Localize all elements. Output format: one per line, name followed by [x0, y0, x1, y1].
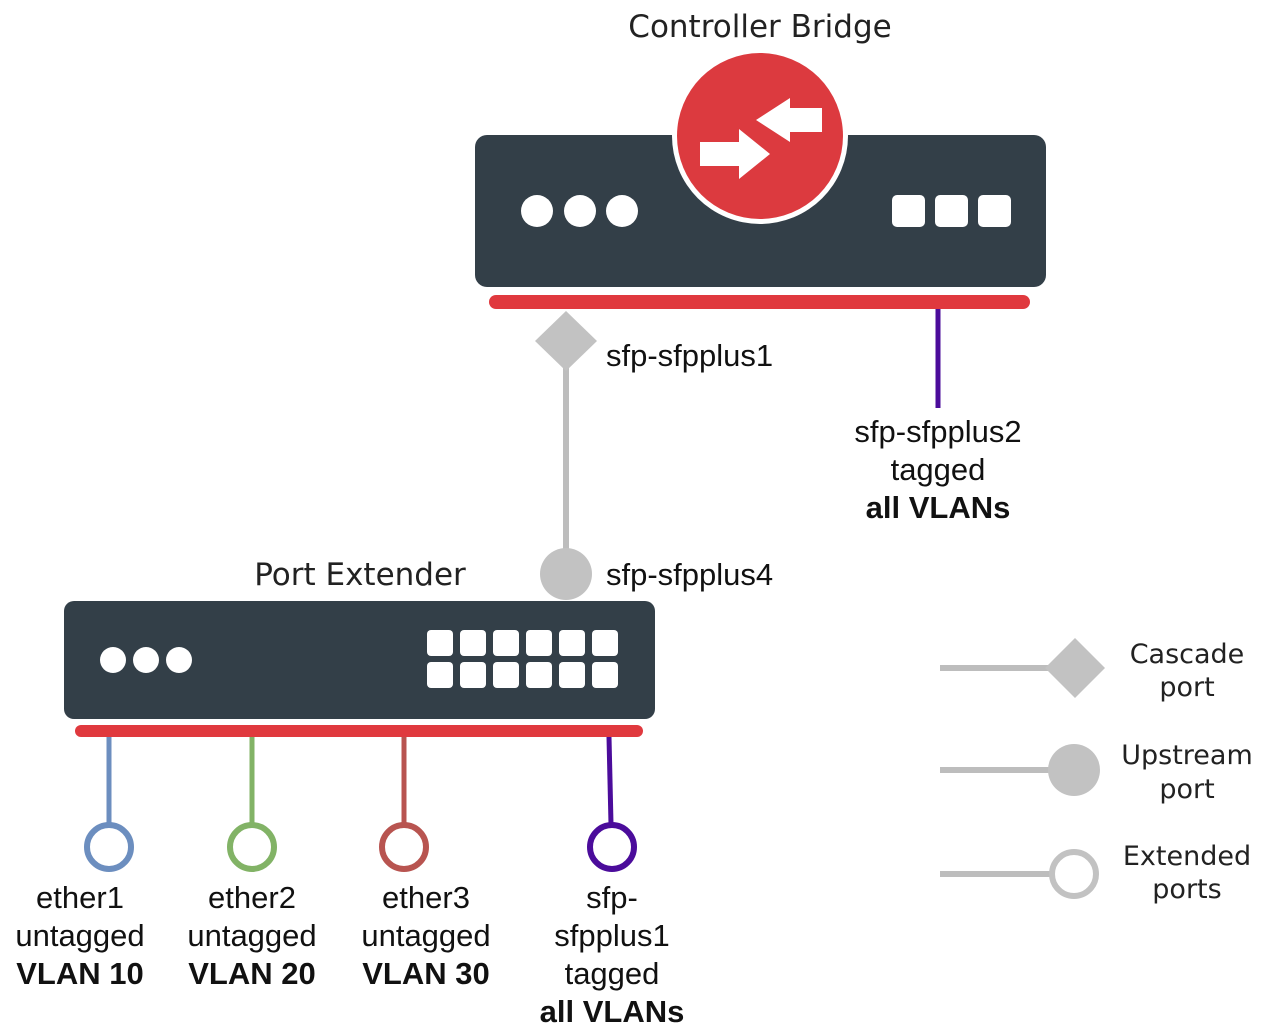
status-led-icon: [521, 195, 553, 227]
ether2-mode: untagged: [187, 918, 316, 953]
upstream-port-icon: [540, 548, 592, 600]
extended-port-icon: [227, 822, 277, 872]
sfp-sfpplus1-vlan: all VLANs: [540, 994, 685, 1028]
sfp-sfpplus1-label-part2: sfpplus1: [554, 918, 669, 953]
extended-port-ether3: [379, 737, 429, 872]
router-arrows-icon: [672, 48, 848, 224]
legend-upstream: Upstream port: [940, 740, 1253, 805]
controller-bridge-title: Controller Bridge: [628, 9, 891, 45]
sfp-sfpplus2-label: sfp-sfpplus2: [854, 414, 1021, 449]
legend-cascade-line2: port: [1159, 672, 1214, 703]
legend-upstream-line2: port: [1159, 774, 1214, 805]
port-extender-bar: [75, 725, 643, 737]
extended-port-icon: [587, 822, 637, 872]
extended-port-icon: [84, 822, 134, 872]
ether1-mode: untagged: [15, 918, 144, 953]
port-extender-device: [64, 601, 655, 719]
status-led-icon: [606, 195, 638, 227]
legend-extended-line1: Extended: [1123, 841, 1251, 872]
port-extender-title: Port Extender: [254, 557, 466, 593]
legend-upstream-line1: Upstream: [1121, 740, 1253, 771]
extended-port-ether2: [227, 737, 277, 872]
cascade-port-icon: [1045, 638, 1105, 698]
status-led-icon: [166, 647, 192, 673]
upstream-port-label: sfp-sfpplus4: [606, 557, 773, 592]
ether3-mode: untagged: [361, 918, 490, 953]
ether1-label: ether1: [36, 880, 124, 915]
ether3-vlan: VLAN 30: [362, 956, 489, 991]
extender-port-grid-icon: [427, 630, 618, 688]
status-led-icon: [100, 647, 126, 673]
cascade-port-icon: [535, 311, 597, 371]
status-led-icon: [133, 647, 159, 673]
extended-port-icon: [379, 822, 429, 872]
extended-port-ether1: [84, 737, 134, 872]
status-led-icon: [564, 195, 596, 227]
legend-extended: Extended ports: [940, 841, 1251, 905]
port-square-icon: [935, 195, 968, 227]
ether2-vlan: VLAN 20: [188, 956, 315, 991]
sfp-sfpplus1-mode: tagged: [565, 956, 660, 991]
extended-port-sfp-sfpplus1: [587, 736, 637, 872]
ether3-label: ether3: [382, 880, 470, 915]
ether2-label: ether2: [208, 880, 296, 915]
legend-extended-line2: ports: [1152, 874, 1221, 905]
port-square-icon: [892, 195, 925, 227]
upstream-port-icon: [1048, 744, 1100, 796]
legend-cascade-line1: Cascade: [1130, 639, 1245, 670]
port-square-icon: [978, 195, 1011, 227]
sfp-sfpplus2-mode: tagged: [891, 452, 986, 487]
cascade-port-label: sfp-sfpplus1: [606, 338, 773, 373]
sfp-sfpplus2-vlan: all VLANs: [866, 490, 1011, 525]
sfp-sfpplus1-label-part1: sfp-: [586, 880, 638, 915]
extended-port-icon: [1049, 849, 1099, 899]
legend: Cascade port Upstream port Extended port…: [940, 638, 1253, 905]
ether1-vlan: VLAN 10: [16, 956, 143, 991]
legend-cascade: Cascade port: [940, 638, 1244, 703]
controller-bridge-bar: [489, 295, 1030, 309]
